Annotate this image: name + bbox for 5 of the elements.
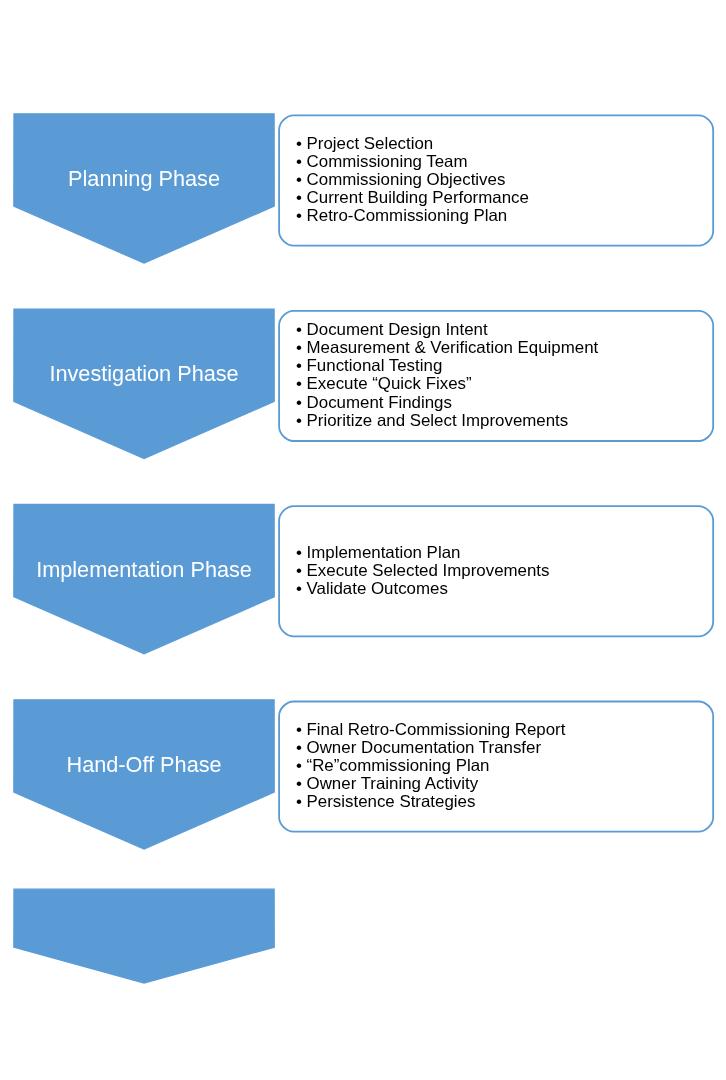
- node-chevron: [12, 888, 275, 984]
- node-box: • Project Selection • Commissioning Team • Commissioning Objectives • Current Building Performance • Retro-Commissioning Plan: [277, 114, 714, 247]
- node-box: • Document Design Intent • Measurement & Verification Equipment • Functional Testing • Execute “Quick Fixes” • Document Findings • Prioritize and Select Improvements: [277, 309, 714, 442]
- node-box: • Final Retro-Commissioning Report • Owner Documentation Transfer • “Re”commissioning Plan • Owner Training Activity • Persistence Strategies: [277, 700, 714, 833]
- node-box: • Implementation Plan • Execute Selected Improvements • Validate Outcomes: [277, 504, 714, 637]
